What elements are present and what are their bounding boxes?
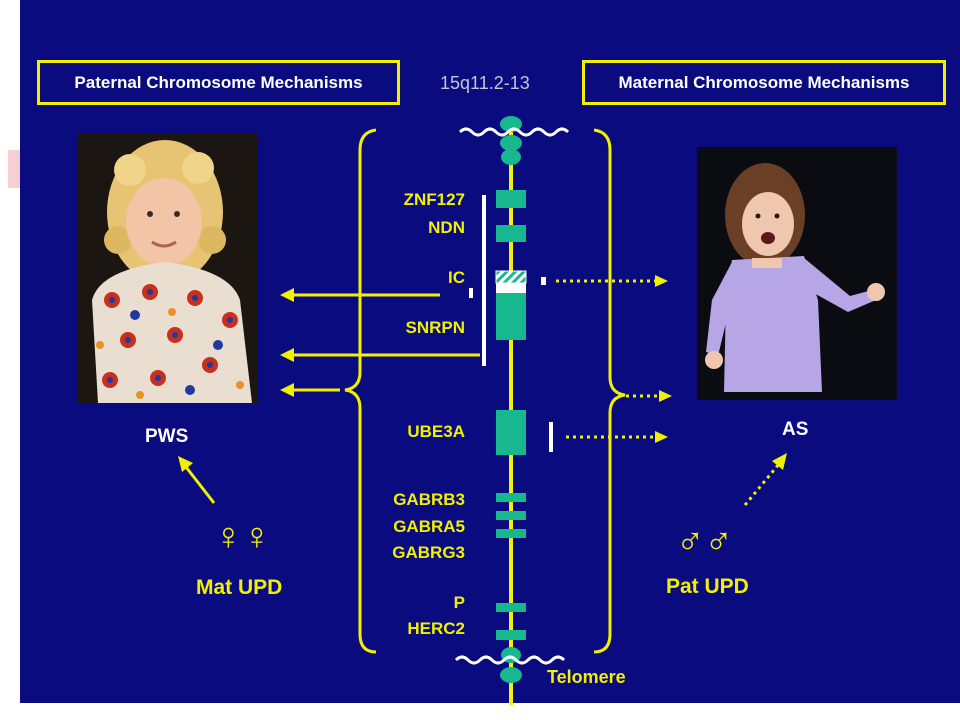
pws-label: PWS bbox=[145, 426, 189, 447]
gene-label-gabrg3: GABRG3 bbox=[392, 543, 465, 562]
gene-box-gabrb3 bbox=[496, 493, 526, 502]
pat-upd-label: Pat UPD bbox=[666, 575, 749, 598]
right-brace bbox=[593, 128, 626, 654]
gene-label-ube3a: UBE3A bbox=[407, 422, 465, 441]
ube3a-marker bbox=[549, 422, 553, 452]
maternal-mechanisms-box: Maternal Chromosome Mechanisms bbox=[582, 60, 946, 105]
telomere-label: Telomere bbox=[547, 667, 626, 687]
centromere-end-top bbox=[458, 116, 570, 165]
pat-upd-dotted-arrow-icon bbox=[743, 453, 787, 506]
gene-label-herc2: HERC2 bbox=[407, 619, 465, 638]
gene-box-p bbox=[496, 603, 526, 612]
dotted-arrow-right-icon bbox=[566, 431, 668, 443]
edge-mark bbox=[8, 150, 20, 188]
gene-box-snrpn bbox=[496, 293, 526, 340]
paternal-mechanisms-box: Paternal Chromosome Mechanisms bbox=[37, 60, 400, 105]
gene-box-gabra5 bbox=[496, 511, 526, 520]
left-brace bbox=[344, 128, 377, 654]
gene-box-snrpn-white bbox=[496, 283, 526, 293]
gene-label-gabra5: GABRA5 bbox=[393, 517, 465, 536]
arrow-left-icon bbox=[280, 348, 480, 362]
gene-label-znf127: ZNF127 bbox=[403, 190, 465, 209]
gene-box-znf127 bbox=[496, 190, 526, 208]
gene-label-ic: IC bbox=[448, 268, 465, 287]
male-symbols-icon: ♂♂ bbox=[676, 521, 733, 563]
dotted-arrow-right-icon bbox=[626, 390, 672, 402]
gene-box-ube3a bbox=[496, 410, 526, 455]
gene-box-ndn bbox=[496, 225, 526, 242]
gene-box-herc2 bbox=[496, 630, 526, 640]
chromosome-region-label: 15q11.2-13 bbox=[440, 73, 530, 93]
telomere-end-bottom bbox=[454, 647, 566, 683]
as-patient-photo bbox=[697, 147, 897, 400]
gene-label-gabrb3: GABRB3 bbox=[393, 490, 465, 509]
gene-label-snrpn: SNRPN bbox=[405, 318, 465, 337]
arrow-left-icon bbox=[280, 288, 440, 302]
gene-label-p: P bbox=[453, 593, 465, 612]
ic-marker-left bbox=[469, 288, 473, 298]
arrow-left-icon bbox=[280, 383, 340, 397]
gene-box-ic bbox=[495, 270, 527, 284]
imprinted-region-bar bbox=[482, 195, 486, 366]
gene-label-ndn: NDN bbox=[428, 218, 465, 237]
ic-marker-right bbox=[541, 277, 546, 285]
pws-patient-photo bbox=[78, 133, 258, 403]
female-symbols-icon: ♀♀ bbox=[214, 516, 271, 558]
gene-box-gabrg3 bbox=[496, 529, 526, 538]
mat-upd-label: Mat UPD bbox=[196, 576, 283, 599]
as-label: AS bbox=[782, 419, 809, 440]
dotted-arrow-right-icon bbox=[556, 275, 668, 287]
mat-upd-arrow-icon bbox=[178, 456, 216, 504]
